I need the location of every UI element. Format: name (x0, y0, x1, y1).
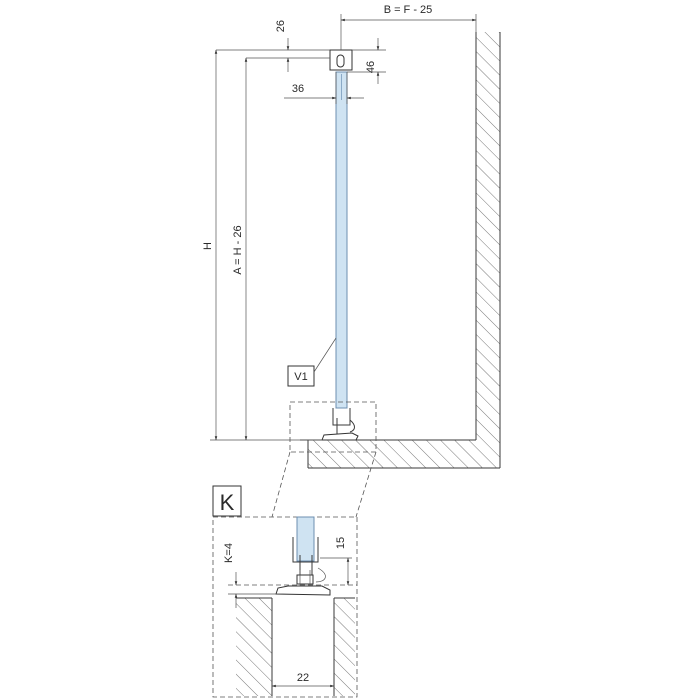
dim-k4: K=4 (223, 543, 238, 608)
top-bracket (329, 49, 353, 71)
dim-22-label: 22 (297, 672, 309, 684)
detail-k: K (212, 485, 358, 698)
bottom-profile (321, 408, 359, 441)
dim-b-label: B = F - 25 (384, 4, 433, 16)
detail-k-title: K (220, 490, 235, 515)
detail-k-leader-right (355, 451, 377, 518)
dim-b: B = F - 25 (340, 4, 477, 50)
dim-26-top-label: 26 (275, 20, 287, 32)
dim-a: A = H - 26 (232, 57, 248, 441)
dim-36: 36 (284, 72, 364, 104)
callout-v1: V1 (287, 337, 337, 387)
dim-46: 46 (347, 38, 386, 84)
dim-36-label: 36 (292, 83, 304, 95)
glass-panel (335, 71, 348, 409)
dim-15-label: 15 (335, 537, 347, 549)
dim-a-label: A = H - 26 (232, 225, 244, 274)
detail-k-leader-left (271, 451, 291, 518)
floor (300, 439, 500, 469)
detail-glass (296, 516, 315, 562)
dim-46-label: 46 (365, 61, 377, 73)
dim-22: 22 (271, 672, 335, 688)
detail-k-marker (289, 401, 377, 453)
dim-26-top: 26 (216, 20, 330, 72)
dim-15: 15 (335, 537, 350, 586)
dim-k4-label: K=4 (223, 543, 235, 563)
dim-h-label: H (202, 242, 214, 250)
wall (475, 32, 501, 468)
dim-h: H (202, 49, 322, 441)
callout-v1-label: V1 (294, 371, 307, 383)
detail-k-frame (212, 516, 358, 698)
